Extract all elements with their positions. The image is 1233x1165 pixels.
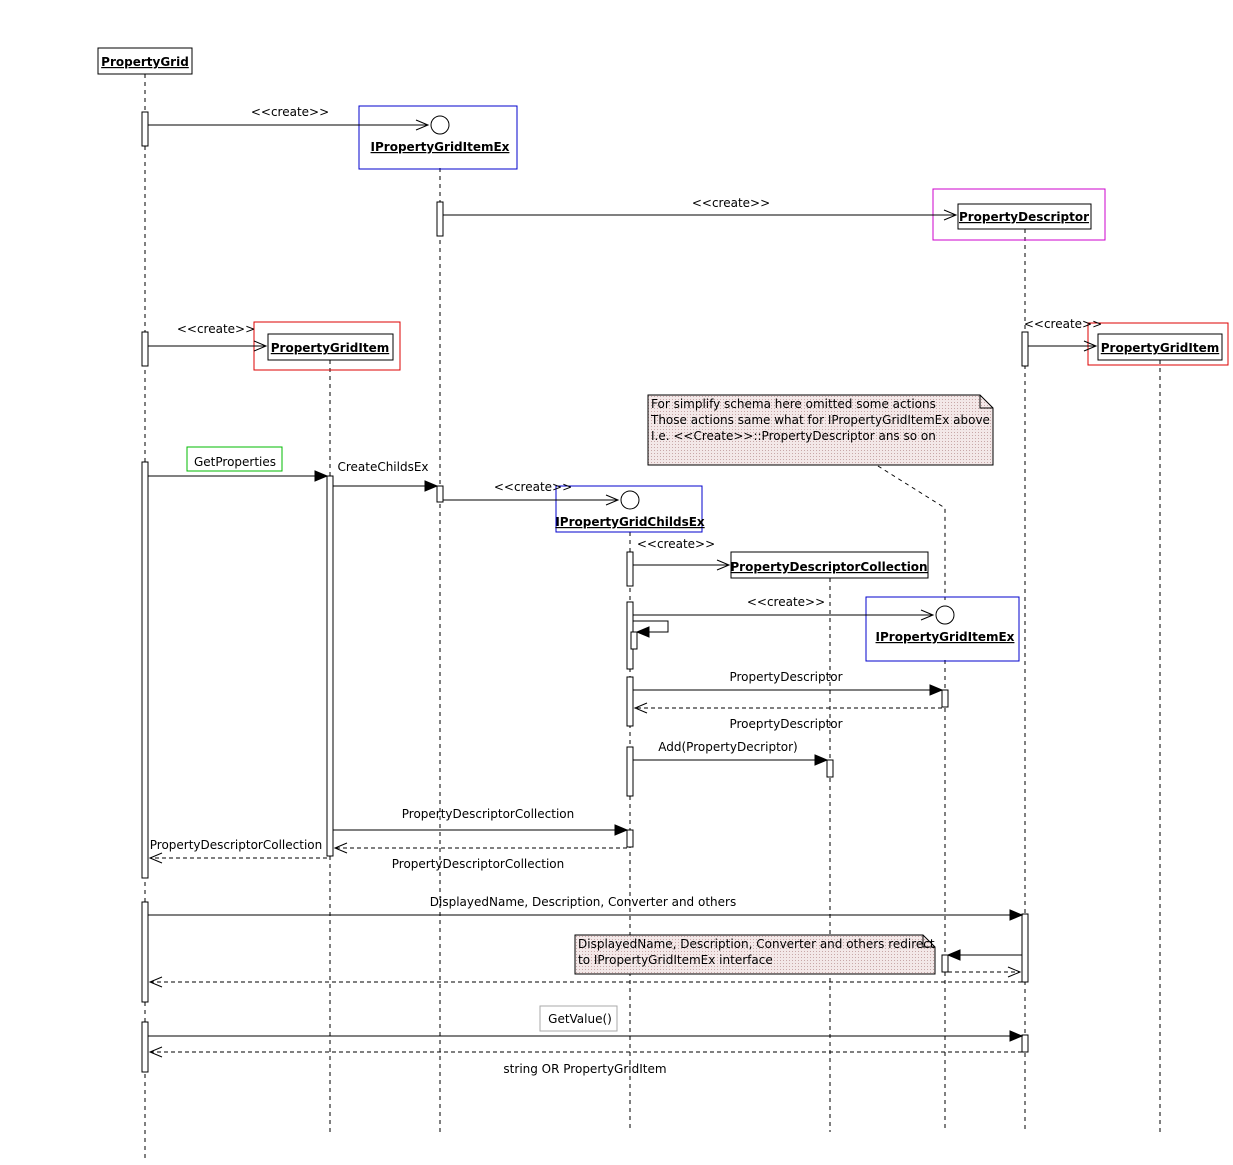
note-omitted-line-3: I.e. <<Create>>::PropertyDescriptor ans … [651, 429, 936, 443]
msg-label-property-descriptor: PropertyDescriptor [729, 670, 842, 684]
note-omitted [647, 394, 994, 466]
object-label-ipg-item-ex-mid: IPropertyGridItemEx [876, 630, 1015, 644]
arrowhead-create-5 [605, 494, 620, 506]
activation-ipg-top-1 [436, 201, 444, 237]
arrowhead-return-pdc-left [148, 852, 163, 864]
note-redirect [574, 934, 936, 975]
arrowhead-create-4 [1083, 340, 1098, 352]
msg-label-pdc-call: PropertyDescriptorCollection [402, 807, 574, 821]
msg-label-add: Add(PropertyDecriptor) [658, 740, 797, 754]
activation-childs-4 [626, 746, 634, 797]
arrowhead-create-1 [415, 119, 430, 131]
object-label-ipg-childs-ex: IPropertyGridChildsEx [555, 515, 705, 529]
msg-label-get-properties: GetProperties [194, 455, 276, 469]
frame-ipg-childs-ex [555, 485, 703, 533]
msg-label-string-or: string OR PropertyGridItem [503, 1062, 666, 1076]
arrowhead-get-value [1009, 1030, 1024, 1042]
frame-get-properties [186, 446, 283, 472]
activation-pg-1 [141, 111, 149, 147]
activation-ipg-mid-2 [941, 954, 949, 973]
arrowhead-create-2 [943, 209, 958, 221]
note-redirect-line-2: to IPropertyGridItemEx interface [578, 953, 773, 967]
interface-circle-childs [620, 490, 640, 510]
note-omitted-line-1: For simplify schema here omitted some ac… [651, 397, 936, 411]
note-redirect-line-1: DisplayedName, Description, Converter an… [578, 937, 935, 951]
arrowhead-self-call [635, 626, 650, 638]
arrowhead-create-3 [253, 340, 268, 352]
arrowhead-create-6 [716, 559, 731, 571]
msg-label-displayed-name: DisplayedName, Description, Converter an… [430, 895, 736, 909]
msg-label-pdc-return-left: PropertyDescriptorCollection [150, 838, 322, 852]
arrowhead-return-string [148, 1046, 163, 1058]
arrowhead-property-descriptor [929, 684, 944, 696]
arrowhead-displayed-name [1009, 909, 1024, 921]
activation-childs-self [630, 631, 638, 650]
arrowhead-get-properties [314, 470, 329, 482]
activation-pd-2 [1021, 913, 1029, 983]
object-box-pg-item-right [1097, 333, 1223, 361]
arrowhead-create-7 [920, 609, 935, 621]
object-box-pd-collection [730, 551, 929, 579]
object-box-property-grid [97, 47, 193, 75]
note-omitted-fold [979, 395, 993, 409]
arrowhead-return-displayed [148, 976, 163, 988]
activation-childs-3 [626, 676, 634, 727]
msg-label-create-6: <<create>> [637, 537, 715, 551]
object-box-pg-item-left [267, 333, 394, 361]
object-label-property-grid: PropertyGrid [101, 55, 189, 69]
note-omitted-line-2: Those actions same what for IPropertyGri… [650, 413, 990, 427]
frame-get-value [539, 1005, 618, 1032]
object-label-pd-collection: PropertyDescriptorCollection [730, 560, 927, 574]
activation-pg-4 [141, 901, 149, 1003]
object-label-pg-item-left: PropertyGridItem [271, 341, 389, 355]
frame-pg-item-right [1087, 322, 1229, 366]
arrowhead-add [814, 754, 829, 766]
object-label-property-descriptor: PropertyDescriptor [959, 210, 1089, 224]
arrowhead-return-pdc-mid [333, 842, 348, 854]
activation-ipg-top-2 [436, 485, 444, 503]
arrowhead-return-redirect [1007, 966, 1022, 978]
msg-label-create-4: <<create>> [1024, 317, 1102, 331]
msg-label-create-childs-ex: CreateChildsEx [337, 460, 428, 474]
frame-ipg-item-ex-top [358, 105, 518, 170]
interface-circle-top [430, 115, 450, 135]
object-box-property-descriptor [957, 203, 1092, 230]
msg-label-create-3: <<create>> [177, 322, 255, 336]
msg-label-proeprty-descriptor: ProeprtyDescriptor [729, 717, 842, 731]
activation-pg-3 [141, 461, 149, 879]
activation-pd-1 [1021, 331, 1029, 367]
object-label-ipg-item-ex-top: IPropertyGridItemEx [371, 140, 510, 154]
interface-circle-mid [935, 605, 955, 625]
activation-pgi-left [326, 475, 334, 857]
msg-label-pdc-return-mid: PropertyDescriptorCollection [392, 857, 564, 871]
note-redirect-fold [922, 935, 935, 948]
arrowhead-redirect-call [946, 949, 961, 961]
object-label-pg-item-right: PropertyGridItem [1101, 341, 1219, 355]
msg-label-create-2: <<create>> [692, 196, 770, 210]
msg-label-create-7: <<create>> [747, 595, 825, 609]
note-anchor-line [877, 465, 946, 600]
activation-pg-5 [141, 1021, 149, 1073]
msg-label-get-value: GetValue() [548, 1012, 612, 1026]
activation-pg-2 [141, 331, 149, 367]
activation-childs-5 [626, 829, 634, 848]
msg-label-create-1: <<create>> [251, 105, 329, 119]
activation-pd-3 [1021, 1034, 1029, 1053]
arrowhead-pdc-call [614, 824, 629, 836]
frame-ipg-item-ex-mid [865, 596, 1020, 662]
activation-childs-1 [626, 551, 634, 587]
arrowhead-create-childs-ex [424, 480, 439, 492]
activation-pdc-1 [826, 759, 834, 778]
arrowhead-return-pd [633, 702, 648, 714]
msg-label-create-5: <<create>> [494, 480, 572, 494]
activation-ipg-mid-1 [941, 689, 949, 708]
msg-line-self-call [633, 620, 669, 633]
